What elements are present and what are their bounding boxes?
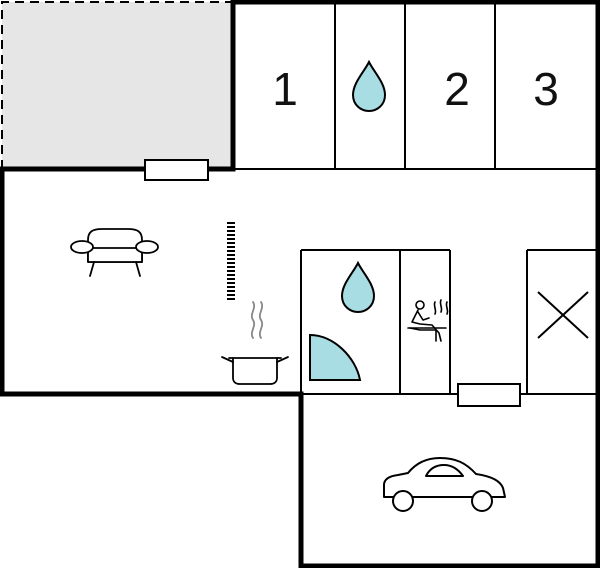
water-drop-icon	[351, 59, 387, 113]
water-drop-icon	[340, 260, 376, 314]
bedroom-2-number: 2	[444, 63, 470, 115]
window-bottom	[457, 383, 521, 407]
sofa-icon	[70, 228, 159, 277]
bedroom-1-number: 1	[272, 63, 298, 115]
cooking-pot-icon	[221, 301, 289, 385]
bedroom-3-number: 3	[533, 63, 559, 115]
terrace-area	[1, 1, 233, 169]
car-icon	[383, 457, 506, 512]
x-box-icon	[537, 291, 589, 339]
sauna-icon	[407, 299, 449, 342]
interior-walls	[233, 2, 598, 395]
window-top	[144, 159, 209, 181]
shower-cabin-icon	[309, 333, 362, 381]
